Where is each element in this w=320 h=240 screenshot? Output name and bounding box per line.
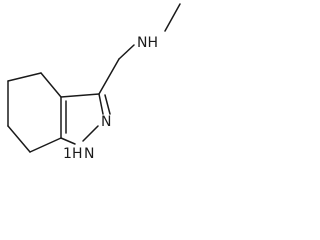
bond-c3a-c3 (60, 93, 100, 98)
molecule-svg: NH N N 1 H (7, 3, 181, 162)
ring-n1-hydrogen: H (72, 146, 83, 162)
bond-c7-c7a (29, 137, 62, 153)
bond-c3a-c4 (40, 72, 62, 98)
bond-c6-c7 (7, 125, 31, 153)
ring-n1-number: 1 (63, 146, 72, 162)
amine-nh-label: NH (137, 35, 158, 51)
structure-diagram: NH N N 1 H (0, 0, 181, 172)
bond-n-ch2 (118, 44, 135, 60)
bond-c4-c5 (7, 72, 42, 82)
bond-n2-n1 (82, 125, 99, 142)
bond-n1-c7a (60, 137, 76, 145)
bond-c3-n2 (98, 93, 104, 115)
bond-ch2-c3 (98, 58, 120, 95)
bond-methyl-n (164, 3, 181, 32)
ring-n1-label: N (84, 146, 94, 162)
ring-n2-label: N (101, 114, 111, 130)
bond-c3-n2-double (104, 94, 111, 115)
